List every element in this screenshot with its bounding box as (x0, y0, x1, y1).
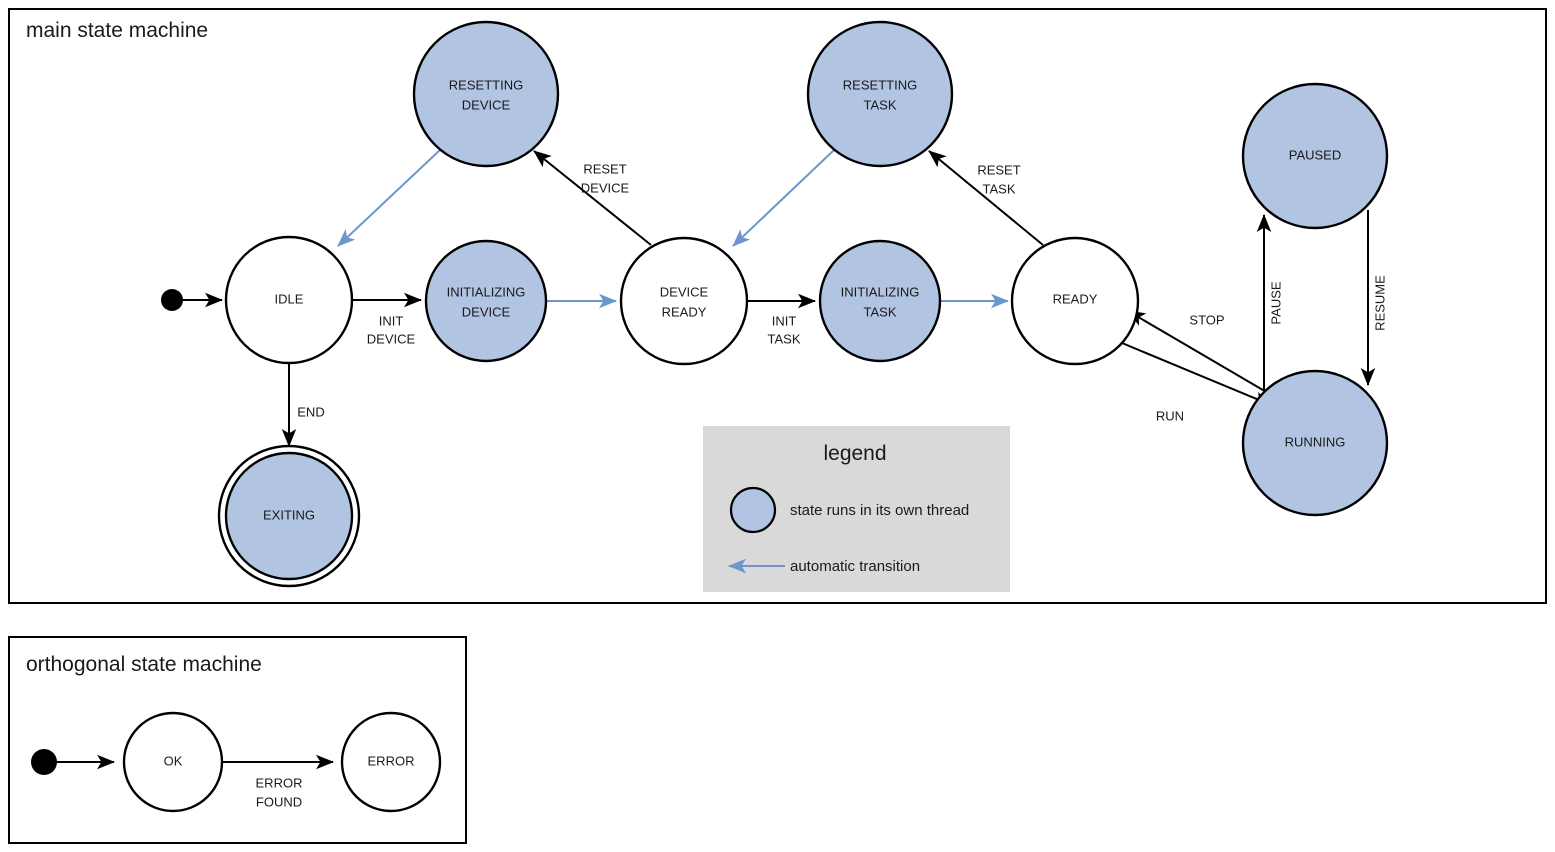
transition-ready-to-running: RUN (1121, 342, 1272, 423)
state-resetting-device[interactable]: RESETTING DEVICE (412, 20, 560, 168)
orthogonal-state-machine-container: orthogonal state machine ERROR FOUND OK … (8, 636, 467, 844)
legend-thread-state-text: state runs in its own thread (790, 502, 969, 519)
transition-running-to-ready: STOP (1127, 310, 1269, 394)
legend-auto-transition-text: automatic transition (790, 558, 920, 575)
state-label: TASK (864, 304, 897, 319)
state-resetting-task[interactable]: RESETTING TASK (806, 20, 954, 168)
state-label: DEVICE (462, 304, 511, 319)
state-label: READY (1053, 291, 1098, 306)
transition-label: END (297, 404, 324, 419)
state-label: RESETTING (449, 77, 523, 92)
state-label: INITIALIZING (447, 284, 526, 299)
state-label: DEVICE (660, 284, 709, 299)
state-label: EXITING (263, 507, 315, 522)
transition-label: TASK (983, 181, 1016, 196)
state-shape[interactable] (224, 235, 354, 365)
state-exiting[interactable]: EXITING (217, 444, 361, 588)
main-states: IDLE RESETTING DEVICE INITIALIZING DEVIC… (161, 20, 1389, 588)
transition-ok-to-error: ERROR FOUND (222, 754, 334, 809)
transition-label: INIT (772, 313, 797, 328)
transition-label: FOUND (256, 794, 302, 809)
legend: legend state runs in its own thread auto… (703, 426, 1010, 592)
state-shape[interactable] (412, 20, 560, 168)
state-ok[interactable]: OK (122, 711, 224, 813)
transition-label: INIT (379, 313, 404, 328)
state-shape[interactable] (122, 711, 224, 813)
state-idle[interactable]: IDLE (224, 235, 354, 365)
legend-title: legend (823, 442, 886, 465)
state-running[interactable]: RUNNING (1241, 369, 1389, 517)
state-shape[interactable] (619, 236, 749, 366)
state-label: RUNNING (1285, 434, 1346, 449)
state-shape[interactable] (424, 239, 548, 363)
state-label: DEVICE (462, 97, 511, 112)
state-label: TASK (864, 97, 897, 112)
transition-label: RESET (977, 162, 1020, 177)
transition-idle-to-initializing-device: INIT DEVICE (352, 292, 422, 346)
state-ready[interactable]: READY (1010, 236, 1140, 366)
transition-label: RESET (583, 161, 626, 176)
state-shape[interactable] (1241, 82, 1389, 230)
state-shape[interactable] (1241, 369, 1389, 517)
state-device-ready[interactable]: DEVICE READY (619, 236, 749, 366)
state-shape[interactable] (1010, 236, 1140, 366)
state-shape[interactable] (818, 239, 942, 363)
transition-label: STOP (1189, 312, 1224, 327)
main-transitions: INIT DEVICE END RESET DEVICE INIT TASK (183, 149, 1387, 447)
state-label: READY (662, 304, 707, 319)
transition-device-ready-to-initializing-task: INIT TASK (747, 293, 816, 346)
state-paused[interactable]: PAUSED (1241, 82, 1389, 230)
transition-label: DEVICE (581, 180, 630, 195)
state-label: PAUSED (1289, 147, 1342, 162)
transition-label: ERROR (256, 775, 303, 790)
transition-label: PAUSE (1268, 281, 1283, 324)
transition-label: TASK (768, 331, 801, 346)
initial-state-dot (161, 289, 183, 311)
state-shape[interactable] (340, 711, 442, 813)
state-label: IDLE (275, 291, 304, 306)
state-initializing-device[interactable]: INITIALIZING DEVICE (424, 239, 548, 363)
transition-ready-to-resetting-task: RESET TASK (928, 150, 1044, 246)
state-error[interactable]: ERROR (340, 711, 442, 813)
transition-label: RUN (1156, 408, 1184, 423)
transition-paused-to-running: RESUME (1360, 210, 1387, 386)
transition-device-ready-to-resetting-device: RESET DEVICE (533, 150, 652, 246)
state-shape[interactable] (224, 451, 354, 581)
legend-thread-state-swatch (729, 486, 777, 534)
state-label: INITIALIZING (841, 284, 920, 299)
transition-resetting-task-to-device-ready (732, 149, 835, 247)
orthogonal-container-title: orthogonal state machine (26, 653, 262, 676)
state-shape[interactable] (806, 20, 954, 168)
transition-resetting-device-to-idle (337, 149, 441, 247)
transition-running-to-paused: PAUSE (1256, 214, 1283, 390)
transition-label: RESUME (1372, 275, 1387, 331)
main-container-title: main state machine (26, 19, 208, 42)
state-label: OK (164, 753, 183, 768)
orthogonal-initial-state-dot (31, 749, 57, 775)
state-label: ERROR (368, 753, 415, 768)
transition-idle-to-exiting: END (281, 363, 325, 447)
state-initializing-task[interactable]: INITIALIZING TASK (818, 239, 942, 363)
state-label: RESETTING (843, 77, 917, 92)
transition-label: DEVICE (367, 331, 416, 346)
